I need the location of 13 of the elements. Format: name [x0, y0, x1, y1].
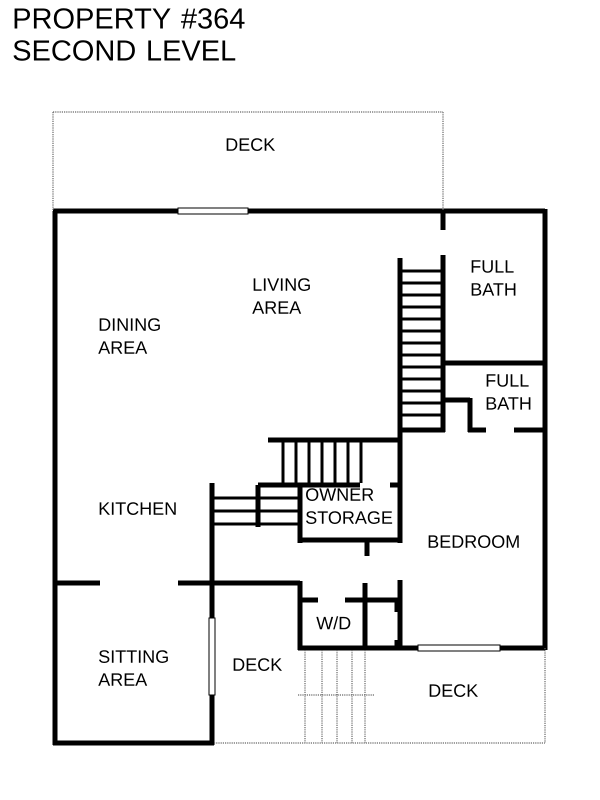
room-label: FULL BATH — [486, 374, 530, 410]
room-label: FULL BATH — [472, 260, 516, 296]
room-label: BEDROOM — [428, 535, 519, 548]
room-label: DINING AREA — [98, 318, 160, 354]
room-label: DECK — [430, 684, 478, 697]
title: PROPERTY #364 SECOND LEVEL — [14, 8, 244, 61]
room-label: OWNER STORAGE — [306, 488, 392, 524]
room-label: KITCHEN — [100, 502, 176, 515]
room-label: W/D — [316, 616, 350, 630]
room-label: LIVING AREA — [252, 278, 310, 314]
room-label: DECK — [234, 658, 282, 671]
room-label: DECK — [226, 138, 275, 151]
room-label: SITTING AREA — [98, 650, 168, 686]
